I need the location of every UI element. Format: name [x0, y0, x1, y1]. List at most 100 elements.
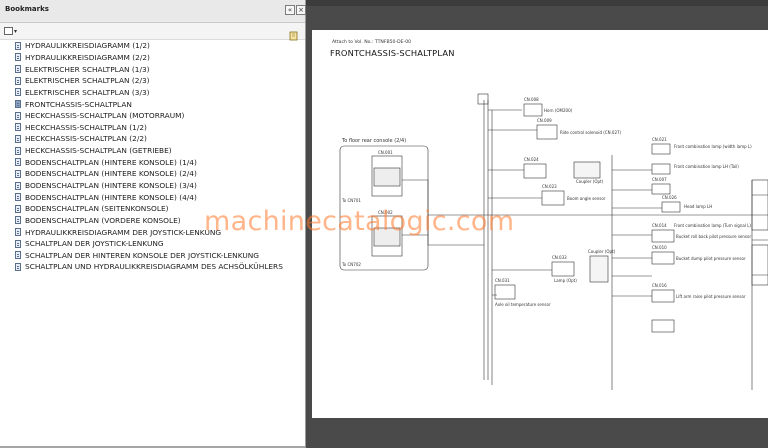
bookmark-label: BODENSCHALTPLAN (SEITENKONSOLE): [25, 204, 169, 214]
axle-oil-sensor-label: Axle oil temperature sensor: [495, 302, 551, 307]
find-bookmark-button[interactable]: [289, 26, 299, 41]
coupler-label: Coupler (Opt): [576, 179, 604, 184]
cn010-label: CN.010: [652, 245, 667, 250]
bookmark-label: BODENSCHALTPLAN (VORDERE KONSOLE): [25, 215, 181, 225]
bookmark-label: SCHALTPLAN DER JOYSTICK-LENKUNG: [25, 239, 164, 249]
bookmark-item[interactable]: HYDRAULIKKREISDIAGRAMM (1/2): [0, 40, 305, 52]
bucket-rollback-sensor-label: Bucket roll back pilot pressure sensor: [676, 234, 751, 239]
bookmark-label: BODENSCHALTPLAN (HINTERE KONSOLE) (3/4): [25, 181, 197, 190]
bookmark-list: HYDRAULIKKREISDIAGRAMM (1/2) HYDRAULIKKR…: [0, 40, 305, 273]
cn002-label: CN.002: [378, 210, 393, 215]
bookmark-item[interactable]: BODENSCHALTPLAN (HINTERE KONSOLE) (1/4): [0, 156, 305, 168]
bookmark-item[interactable]: BODENSCHALTPLAN (VORDERE KONSOLE): [0, 215, 305, 227]
bookmark-page-icon: [15, 41, 21, 50]
bookmark-item[interactable]: BODENSCHALTPLAN (HINTERE KONSOLE) (3/4): [0, 180, 305, 192]
bucket-dump-sensor-label: Bucket dump pilot pressure sensor: [676, 256, 746, 261]
page-title: FRONTCHASSIS-SCHALTPLAN: [330, 48, 455, 58]
watermark-text: machinecatalogic.com: [204, 206, 515, 237]
bookmarks-panel: Bookmarks « × ▾ HYDRAULIKKREISDIAGRAMM (…: [0, 0, 306, 448]
connector-cn023: [541, 190, 565, 206]
bookmark-item[interactable]: HECKCHASSIS-SCHALTPLAN (MOTORRAUM): [0, 110, 305, 122]
bookmark-label: HYDRAULIKKREISDIAGRAMM (1/2): [25, 41, 150, 51]
chevron-down-icon: ▾: [14, 28, 18, 35]
bookmark-item[interactable]: HECKCHASSIS-SCHALTPLAN (GETRIEBE): [0, 145, 305, 157]
connector-cn002: [371, 215, 403, 257]
bookmark-page-icon: [15, 65, 21, 74]
cn001-label: CN.001: [378, 150, 393, 155]
bookmark-label: BODENSCHALTPLAN (HINTERE KONSOLE) (2/4): [25, 169, 197, 179]
bookmark-page-icon: [15, 204, 21, 213]
bookmarks-panel-title: Bookmarks: [5, 5, 49, 13]
document-viewer[interactable]: Attach to Vol. No.: TTNFB50-DE-00 FRONTC…: [204, 0, 768, 448]
bookmark-item[interactable]: HYDRAULIKKREISDIAGRAMM DER JOYSTICK-LENK…: [0, 226, 305, 238]
bookmark-page-icon: [15, 158, 21, 167]
bookmark-label: HYDRAULIKKREISDIAGRAMM DER JOYSTICK-LENK…: [25, 227, 222, 237]
bookmark-page-icon: [15, 123, 21, 132]
cn014-label: CN.014: [652, 223, 667, 228]
bookmark-item[interactable]: SCHALTPLAN DER JOYSTICK-LENKUNG: [0, 238, 305, 250]
close-panel-button[interactable]: ×: [296, 5, 306, 15]
cn031-label: CN.031: [495, 278, 510, 283]
bookmark-item[interactable]: SCHALTPLAN DER HINTEREN KONSOLE DER JOYS…: [0, 250, 305, 262]
bookmark-item[interactable]: BODENSCHALTPLAN (HINTERE KONSOLE) (2/4): [0, 168, 305, 180]
bookmarks-toolbar: ▾: [0, 23, 305, 41]
bookmark-label: ELEKTRISCHER SCHALTPLAN (1/3): [25, 64, 150, 74]
connector-cn009: [536, 124, 558, 140]
bookmark-label: SCHALTPLAN UND HYDRAULIKKREISDIAGRAMM DE…: [25, 262, 283, 272]
bookmark-page-icon: [15, 239, 21, 248]
cn008-label: CN.008: [524, 97, 539, 102]
connector-cn033: [551, 261, 575, 277]
bookmark-item[interactable]: HYDRAULIKKREISDIAGRAMM (2/2): [0, 52, 305, 64]
connector-cn001: [371, 155, 403, 197]
bookmark-options-menu[interactable]: ▾: [4, 26, 20, 36]
bookmark-label: HECKCHASSIS-SCHALTPLAN (GETRIEBE): [25, 146, 172, 156]
bookmark-label: HECKCHASSIS-SCHALTPLAN (2/2): [25, 134, 147, 144]
bookmark-item[interactable]: ELEKTRISCHER SCHALTPLAN (1/3): [0, 63, 305, 75]
bookmark-label: HYDRAULIKKREISDIAGRAMM (2/2): [25, 52, 150, 62]
connector-cn010: [651, 251, 675, 265]
bookmark-label: HECKCHASSIS-SCHALTPLAN (1/2): [25, 122, 147, 132]
cn021-label: CN.021: [652, 137, 667, 142]
connector-cn024: [523, 163, 547, 179]
bookmark-item[interactable]: SCHALTPLAN UND HYDRAULIKKREISDIAGRAMM DE…: [0, 261, 305, 273]
connector-cn014: [651, 229, 675, 243]
bookmark-page-icon: [15, 134, 21, 143]
bookmark-label: HECKCHASSIS-SCHALTPLAN (MOTORRAUM): [25, 111, 185, 121]
panel-scrollbar-edge[interactable]: [0, 446, 305, 448]
lamp-label: Lamp (Opt): [554, 278, 577, 283]
bookmark-item[interactable]: ELEKTRISCHER SCHALTPLAN (3/3): [0, 87, 305, 99]
bookmark-label: ELEKTRISCHER SCHALTPLAN (2/3): [25, 76, 150, 86]
front-lamp-width-label: Front combination lamp (width lamp L): [674, 144, 752, 149]
bookmark-item[interactable]: BODENSCHALTPLAN (HINTERE KONSOLE) (4/4): [0, 191, 305, 203]
bookmark-item-selected[interactable]: FRONTCHASSIS-SCHALTPLAN: [0, 98, 305, 110]
bookmark-page-icon: [15, 251, 21, 260]
connector-cn031: [494, 284, 516, 300]
bookmark-page-icon: [15, 146, 21, 155]
bookmark-page-icon: [15, 169, 21, 178]
horn-label: Horn (OM200): [544, 108, 573, 113]
bookmark-page-icon: [15, 228, 21, 237]
front-lamp-turn-label: Front combination lamp (Turn signal L): [674, 223, 751, 228]
viewer-top-strip: [306, 0, 768, 6]
lift-arm-sensor-label: Lift arm raise pilot pressure sensor: [676, 294, 746, 299]
connector-cn026: [661, 201, 681, 213]
bookmark-page-icon: [15, 53, 21, 62]
bookmark-item[interactable]: HECKCHASSIS-SCHALTPLAN (2/2): [0, 133, 305, 145]
console-box-label: To floor rear console (2/4): [341, 138, 406, 144]
bookmark-page-icon: [15, 216, 21, 225]
cn016-label: CN.016: [652, 283, 667, 288]
bookmark-item[interactable]: HECKCHASSIS-SCHALTPLAN (1/2): [0, 121, 305, 133]
options-icon: [4, 27, 13, 35]
document-page[interactable]: Attach to Vol. No.: TTNFB50-DE-00 FRONTC…: [312, 30, 768, 418]
ride-control-label: Ride control solenoid (CN.027): [560, 130, 622, 135]
bookmark-page-icon: [15, 262, 21, 271]
bookmark-page-icon: [15, 181, 21, 190]
bookmark-page-icon: [15, 111, 21, 120]
cn024-label: CN.024: [524, 157, 539, 162]
bookmark-item[interactable]: BODENSCHALTPLAN (SEITENKONSOLE): [0, 203, 305, 215]
connector-cn007: [651, 183, 671, 195]
collapse-panel-button[interactable]: «: [285, 5, 295, 15]
front-lamp-tail-label: Front combination lamp LH (Tail): [674, 164, 739, 169]
connector-cn016: [651, 289, 675, 303]
bookmark-item[interactable]: ELEKTRISCHER SCHALTPLAN (2/3): [0, 75, 305, 87]
